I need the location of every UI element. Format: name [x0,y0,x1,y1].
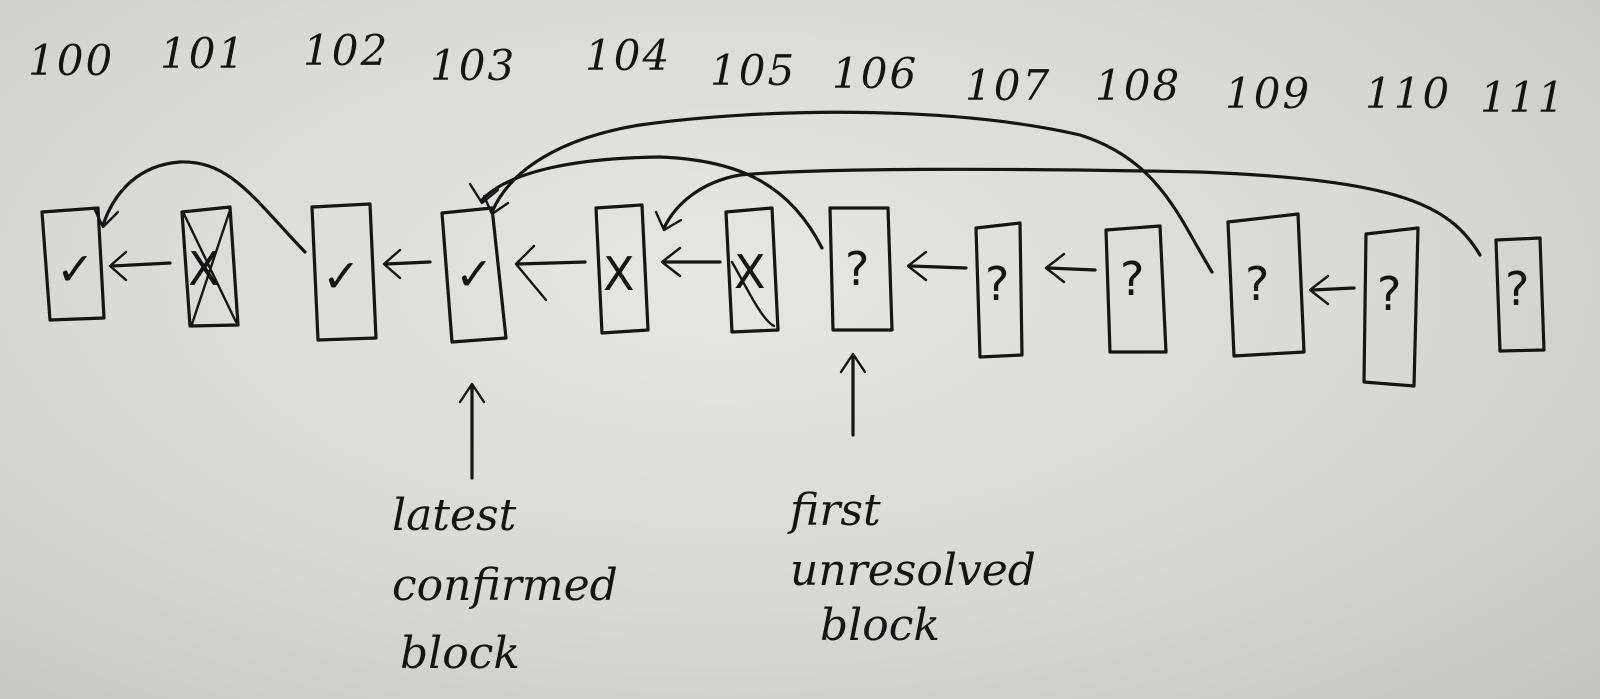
block-number-101: 101 [160,29,246,78]
blocks [40,202,1546,388]
link-102-to-100 [101,160,307,254]
block-105-cross [730,260,776,328]
annotation-first-unresolved: first unresolved block [787,485,1036,651]
block-108 [1104,224,1168,354]
long-links [92,110,1482,274]
arrow-107-to-106-head [906,250,928,282]
annotation-latest-line-2: confirmed [392,560,618,611]
arrow-107-to-106 [908,264,968,270]
link-106-to-103-head [468,182,500,205]
question-mark-111: ? [1505,262,1529,316]
block-marks: ✓ X ✓ ✓ X X ? ? ? ? ? ? [56,242,1529,321]
arrow-110-to-109-head [1308,274,1330,306]
block-number-110: 110 [1365,69,1451,118]
block-101 [180,205,240,328]
arrow-108-to-107-head [1044,252,1066,284]
arrow-103-to-102 [384,260,432,266]
check-mark-102: ✓ [322,249,361,303]
arrow-101-to-100-head [108,250,128,282]
annotation-unresolved-line-3: block [820,600,940,651]
block-number-106: 106 [832,49,918,98]
arrow-105-to-104-head [660,246,682,278]
arrow-101-to-100 [110,261,172,268]
check-mark-100: ✓ [56,242,95,296]
x-mark-104: X [603,247,635,301]
question-mark-110: ? [1377,267,1401,321]
block-number-103: 103 [430,41,516,90]
pointer-arrow-latest-confirmed-head [458,382,486,404]
block-number-105: 105 [710,46,796,95]
block-number-104: 104 [585,31,671,80]
annotation-unresolved-line-1: first [787,485,881,536]
question-mark-106: ? [845,242,869,296]
block-number-labels: 100 101 102 103 104 105 106 107 108 109 … [28,26,1566,122]
block-106 [828,206,894,332]
link-111-to-104-head [654,210,683,232]
question-mark-108: ? [1120,252,1144,306]
block-104 [594,203,650,335]
block-107 [974,221,1024,359]
block-111 [1494,236,1546,353]
annotation-latest-line-3: block [400,628,520,679]
block-number-100: 100 [28,36,114,85]
arrow-103-to-102-head [382,248,402,280]
x-mark-101: X [188,242,220,296]
link-106-to-103 [480,155,824,250]
check-mark-103: ✓ [455,247,494,301]
link-111-to-104 [662,167,1482,257]
block-number-111: 111 [1480,73,1566,122]
block-100 [40,206,106,322]
question-mark-107: ? [985,257,1009,311]
block-number-102: 102 [303,26,389,75]
arrow-108-to-107 [1046,266,1097,272]
short-links [108,244,1356,306]
arrow-104-to-103-head [514,244,548,302]
block-number-107: 107 [965,61,1051,110]
pointer-arrows [458,352,867,480]
block-102 [310,202,378,342]
annotation-unresolved-line-2: unresolved [790,545,1036,596]
block-103 [440,206,508,344]
block-number-108: 108 [1095,61,1181,110]
block-109 [1226,212,1306,358]
block-105 [724,206,780,334]
x-mark-105: X [734,245,766,299]
block-110 [1362,226,1420,388]
block-number-109: 109 [1225,69,1311,118]
question-mark-109: ? [1245,257,1269,311]
arrow-110-to-109 [1310,286,1356,292]
annotation-latest-line-1: latest [392,490,517,541]
block-101-cross-b [190,208,232,326]
link-109-to-103 [490,110,1214,274]
arrow-104-to-103 [516,260,587,266]
annotation-latest-confirmed: latest confirmed block [392,490,618,679]
pointer-arrow-first-unresolved-head [839,352,867,374]
